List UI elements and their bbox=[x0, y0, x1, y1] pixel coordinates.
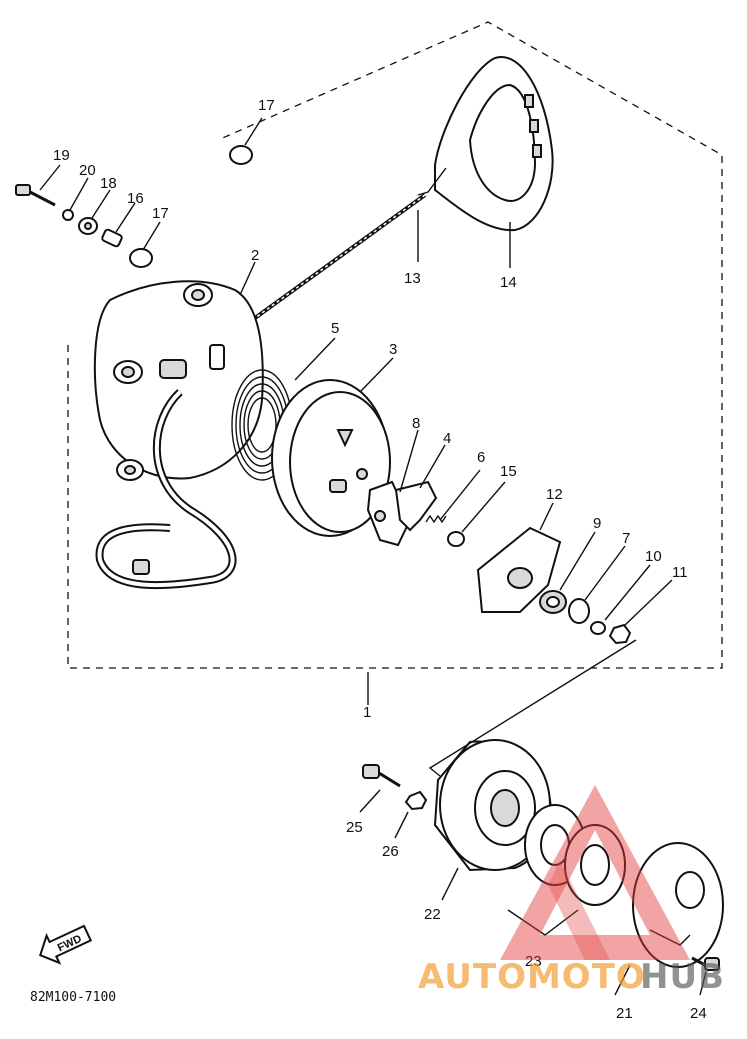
pawl-spring bbox=[425, 514, 447, 524]
drive-plates bbox=[524, 804, 626, 906]
bolt-19 bbox=[15, 184, 56, 207]
flange-plate bbox=[632, 842, 724, 968]
grommet-17a bbox=[129, 248, 153, 268]
callout-6: 6 bbox=[477, 449, 485, 466]
collar-16 bbox=[101, 228, 123, 248]
callout-14: 14 bbox=[500, 274, 517, 291]
starter-pulley bbox=[433, 739, 552, 872]
callout-labels: 17 19 20 18 16 17 2 13 14 5 3 8 4 6 15 1… bbox=[53, 97, 707, 1022]
assembly-boundary bbox=[67, 21, 723, 669]
ratchet-pawl bbox=[366, 480, 412, 547]
watermark-text-automoto: AUTOMOTO bbox=[418, 957, 646, 997]
friction-plate bbox=[394, 480, 438, 532]
callout-16: 16 bbox=[127, 190, 144, 207]
nut-26 bbox=[404, 790, 428, 811]
callout-24: 24 bbox=[690, 1005, 707, 1022]
watermark-text-hub: HUB bbox=[640, 957, 725, 997]
callout-9: 9 bbox=[593, 515, 601, 532]
grommet-17b bbox=[229, 145, 253, 165]
callout-13: 13 bbox=[404, 270, 421, 287]
callout-5: 5 bbox=[331, 320, 339, 337]
starter-handle bbox=[417, 55, 554, 232]
callout-15: 15 bbox=[500, 463, 517, 480]
drawing-code: 82M100-7100 bbox=[30, 990, 116, 1005]
washer-7 bbox=[568, 598, 590, 624]
callout-1: 1 bbox=[363, 704, 371, 721]
callout-17-top: 17 bbox=[258, 97, 275, 114]
callout-10: 10 bbox=[645, 548, 662, 565]
callout-21: 21 bbox=[616, 1005, 633, 1022]
washer-20 bbox=[62, 209, 74, 221]
callout-19: 19 bbox=[53, 147, 70, 164]
callout-3: 3 bbox=[389, 341, 397, 358]
leader-lines bbox=[39, 117, 707, 996]
callout-26: 26 bbox=[382, 843, 399, 860]
callout-2: 2 bbox=[251, 247, 259, 264]
washer-15 bbox=[447, 531, 465, 547]
callout-25: 25 bbox=[346, 819, 363, 836]
watermark-logo: AUTOMOTO HUB bbox=[418, 785, 725, 997]
callout-8: 8 bbox=[412, 415, 420, 432]
bolt-25 bbox=[362, 764, 401, 788]
callout-7: 7 bbox=[622, 530, 630, 547]
watermark-triangle-icon bbox=[500, 785, 690, 960]
callout-20: 20 bbox=[79, 162, 96, 179]
callout-18: 18 bbox=[100, 175, 117, 192]
starter-case bbox=[93, 280, 264, 481]
spring-washer-10 bbox=[590, 621, 606, 635]
nut-11 bbox=[608, 623, 632, 645]
fwd-arrow-icon: FWD bbox=[39, 924, 93, 965]
callout-11: 11 bbox=[672, 564, 688, 581]
callout-22: 22 bbox=[424, 906, 441, 923]
callout-17-left: 17 bbox=[152, 205, 169, 222]
callout-4: 4 bbox=[443, 430, 451, 447]
callout-23: 23 bbox=[525, 953, 542, 970]
callout-12: 12 bbox=[546, 486, 563, 503]
drive-pulley bbox=[271, 379, 391, 537]
bolt-24 bbox=[691, 956, 720, 971]
